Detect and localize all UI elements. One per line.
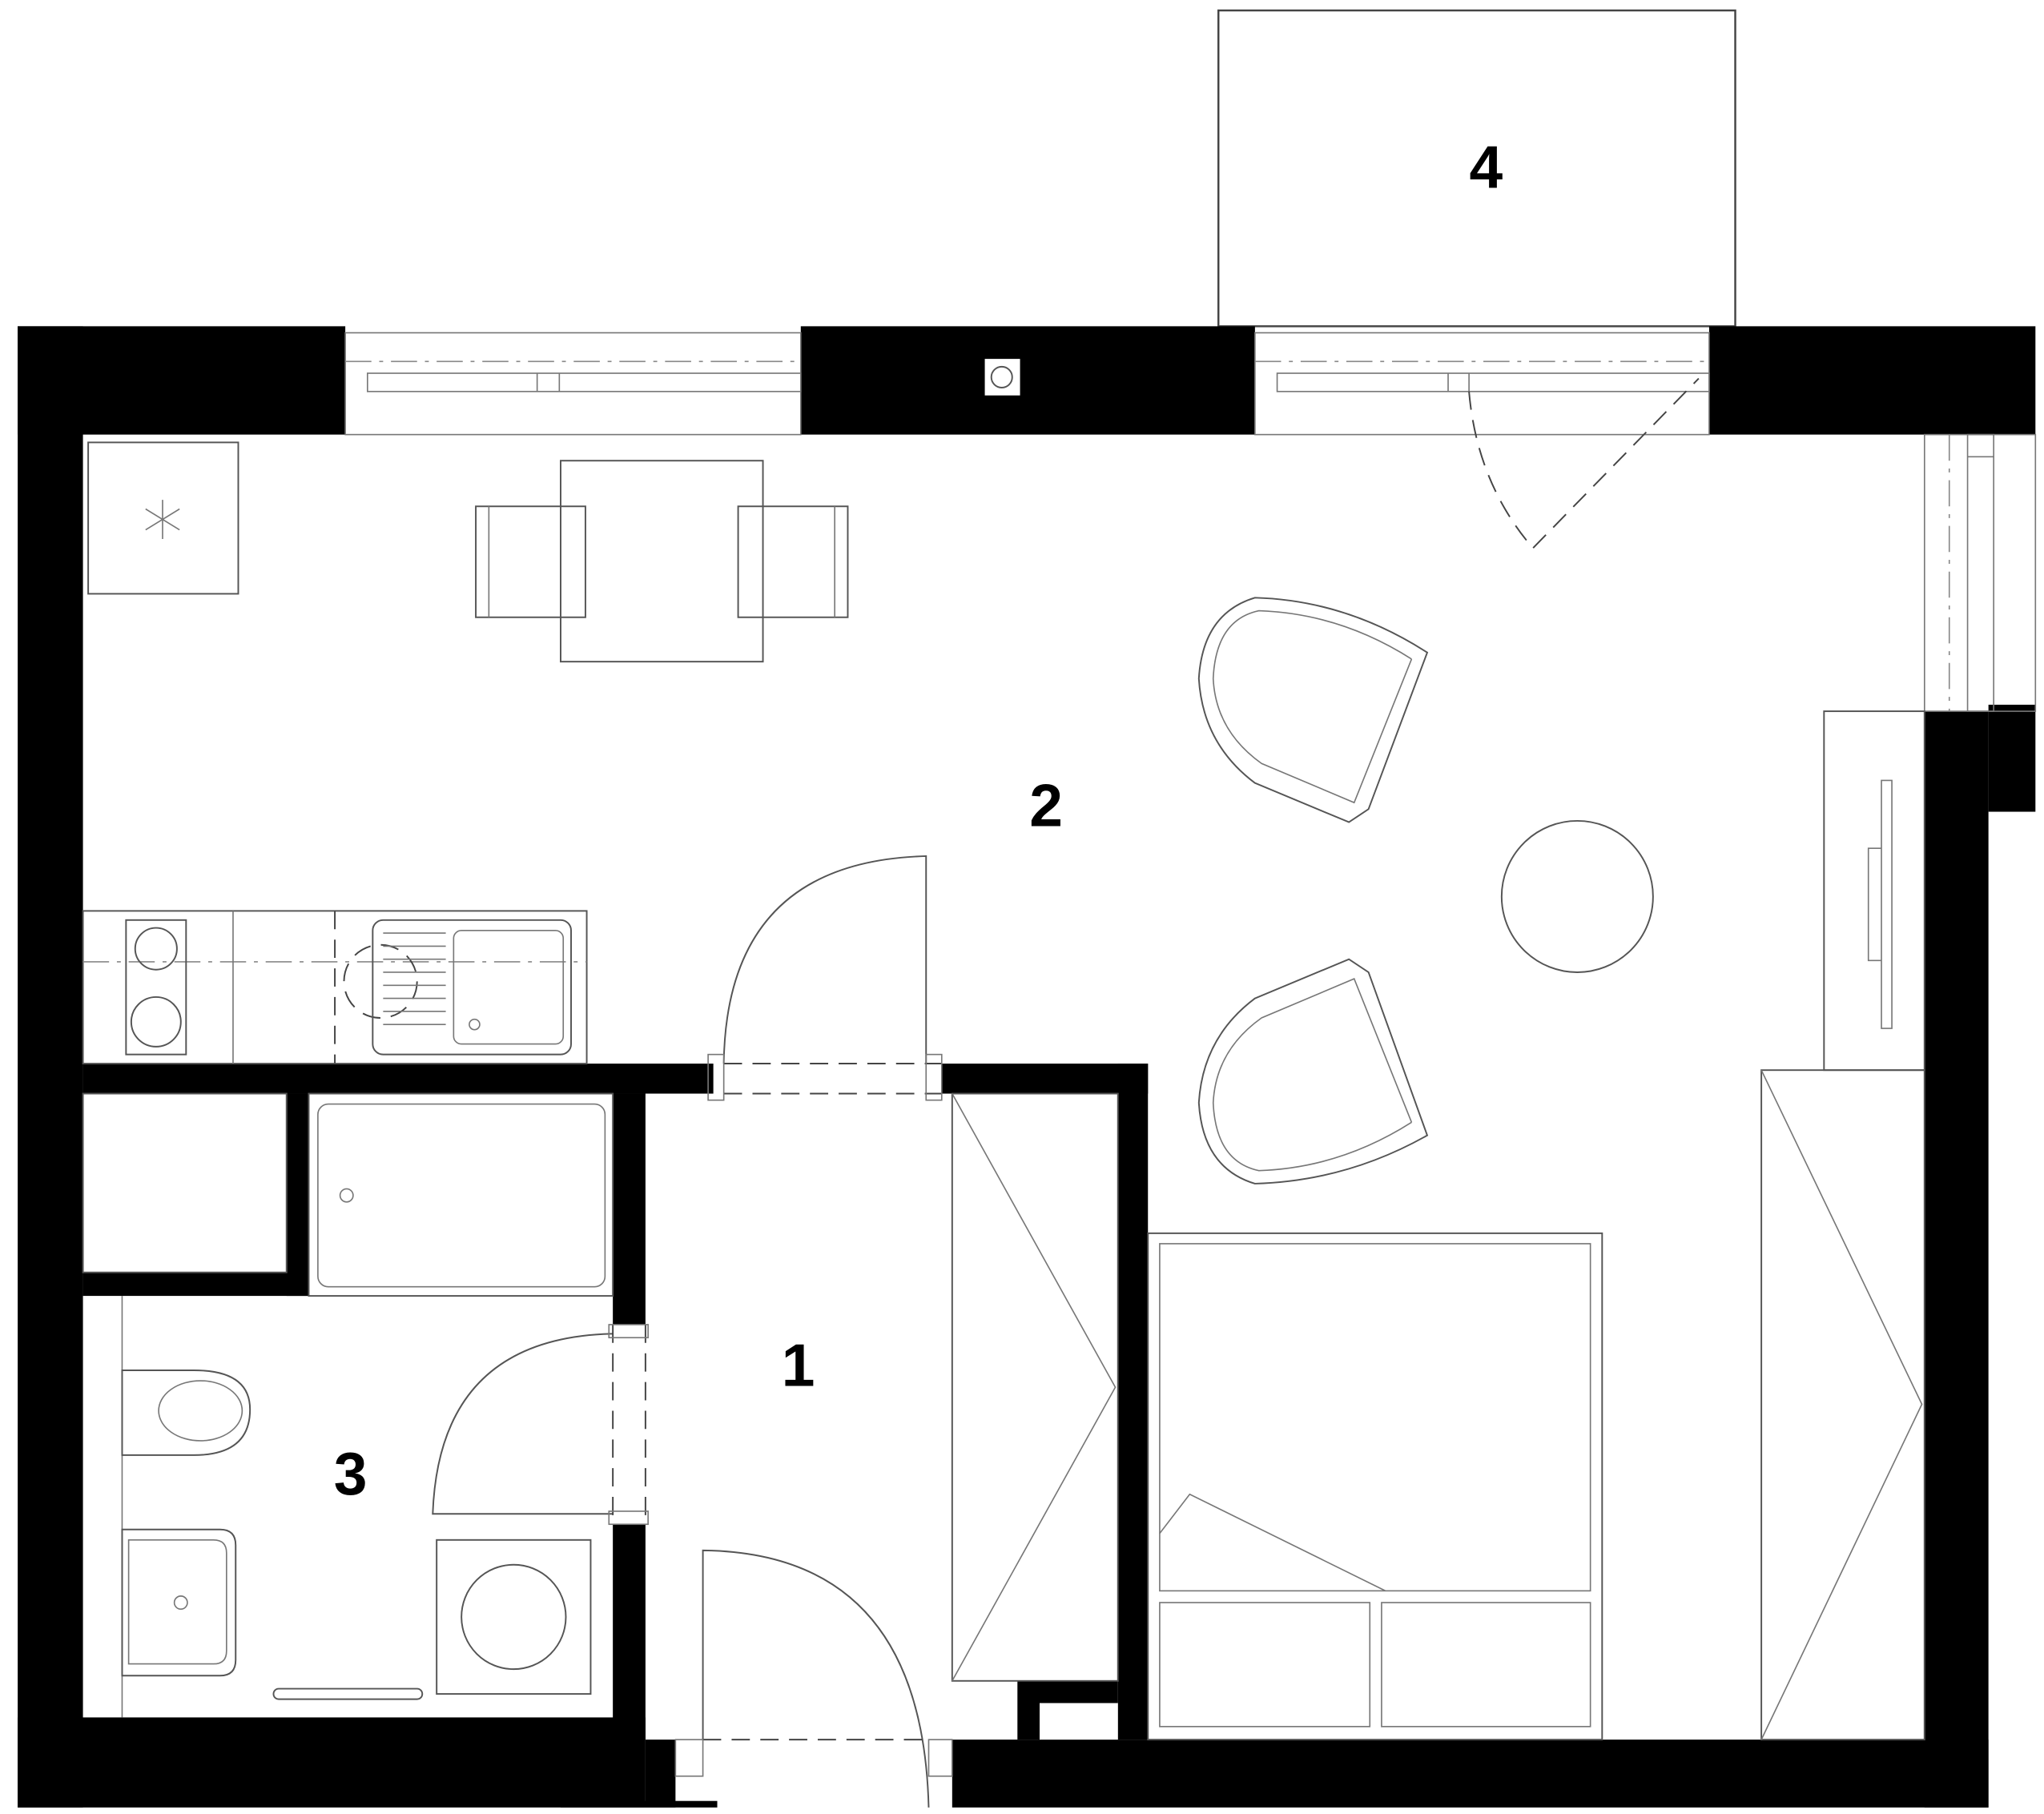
ventilation-flue: [984, 359, 1020, 396]
bathroom-door[interactable]: [432, 1324, 649, 1526]
towel-rail: [272, 1687, 424, 1700]
toilet: [121, 1369, 251, 1456]
kitchen-counter: [82, 910, 588, 1065]
balcony: [1217, 9, 1736, 328]
balcony-door[interactable]: [1254, 332, 1710, 549]
door-hall-living[interactable]: [707, 855, 943, 1101]
bathtub: [308, 1092, 614, 1297]
fridge: [87, 441, 239, 595]
storage-closet: [82, 1092, 288, 1273]
window-right[interactable]: [1923, 433, 2037, 712]
window-left[interactable]: [344, 332, 802, 436]
armchair: [1197, 958, 1429, 1185]
tv-cabinet: [1823, 710, 1925, 1072]
washing-machine: [436, 1538, 592, 1695]
armchair: [1197, 597, 1429, 823]
wardrobe-hall: [951, 1092, 1119, 1682]
washbasin: [121, 1528, 237, 1677]
room-label-living: 2: [1029, 771, 1063, 839]
room-label-bathroom: 3: [334, 1440, 368, 1507]
walls: [18, 326, 2036, 1808]
wardrobe-bedroom: [1760, 1069, 1925, 1741]
room-label-balcony: 4: [1469, 134, 1503, 201]
room-label-hall: 1: [782, 1332, 815, 1399]
entrance-door[interactable]: [674, 1549, 953, 1808]
dining-table: [475, 460, 849, 663]
bed: [1147, 1232, 1603, 1741]
coffee-table: [1500, 819, 1654, 973]
